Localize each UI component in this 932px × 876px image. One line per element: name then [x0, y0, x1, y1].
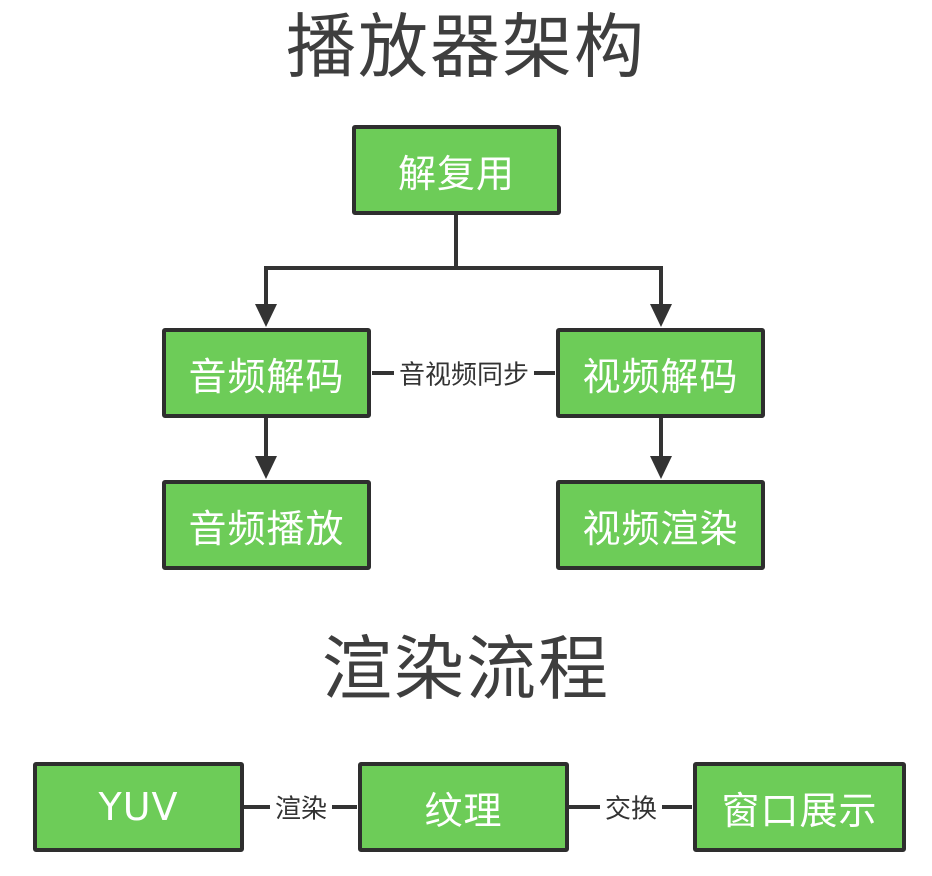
node-demux: 解复用 [352, 125, 561, 215]
arrowhead-video-render [650, 456, 672, 479]
node-audio-decode: 音频解码 [162, 328, 371, 418]
player-architecture-title: 播放器架构 [286, 6, 646, 88]
edge-label-av-sync: 音视频同步 [393, 354, 535, 392]
node-audio-play: 音频播放 [162, 480, 371, 570]
node-yuv: YUV [33, 762, 244, 852]
edge-label-render: 渲染 [269, 788, 333, 826]
arrowhead-audio-play [255, 456, 277, 479]
node-video-render: 视频渲染 [556, 480, 765, 570]
render-flow-title: 渲染流程 [322, 628, 610, 710]
arrowhead-audio-decode [255, 304, 277, 327]
node-texture: 纹理 [358, 762, 569, 852]
arrowhead-video-decode [650, 304, 672, 327]
edge-label-swap: 交换 [599, 788, 663, 826]
node-window-display: 窗口展示 [693, 762, 906, 852]
node-video-decode: 视频解码 [556, 328, 765, 418]
